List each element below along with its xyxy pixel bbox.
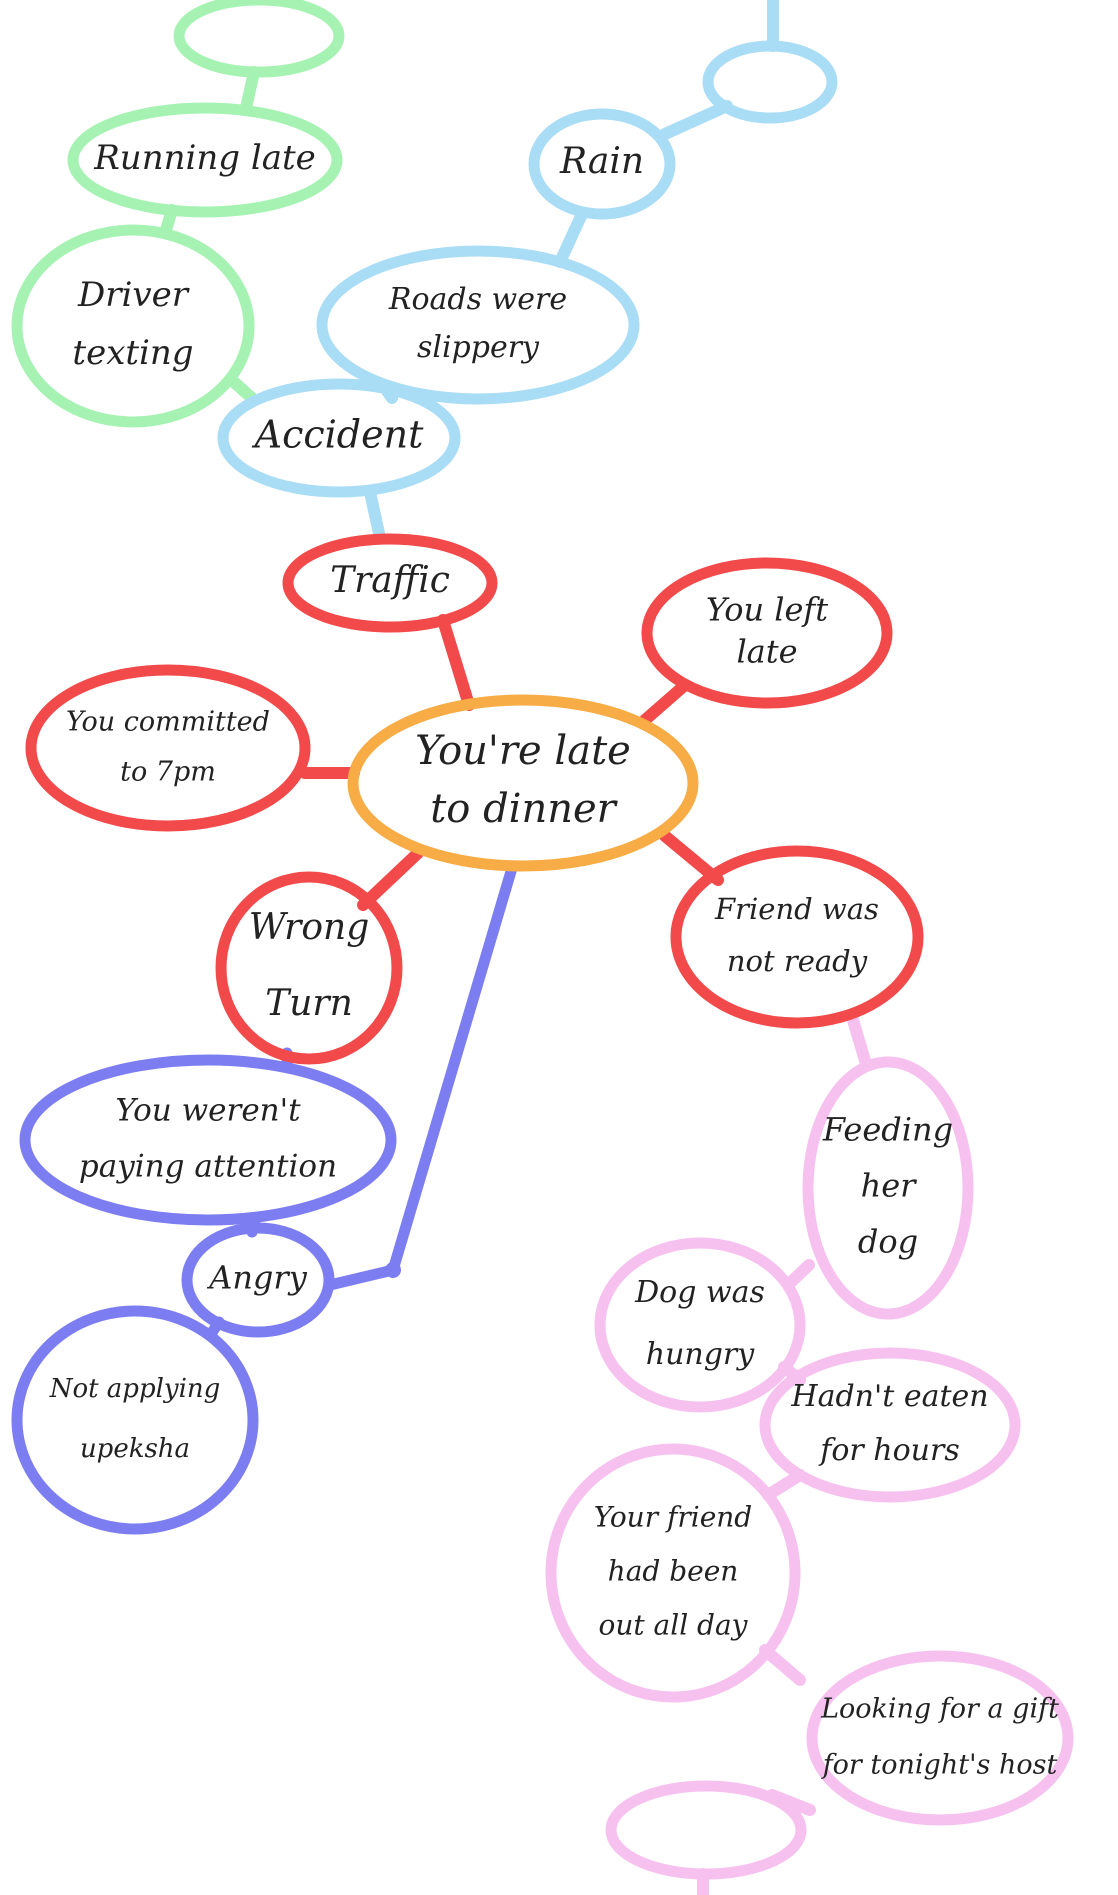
- node-label-line: out all day: [599, 1609, 749, 1642]
- node-label-line: Friend was: [714, 892, 879, 926]
- node-not-paying-attention[interactable]: You weren't paying attention: [19, 1054, 397, 1226]
- node-label-line: for hours: [818, 1433, 959, 1468]
- node-traffic[interactable]: Traffic: [282, 533, 498, 633]
- node-label-line: Running late: [93, 138, 316, 178]
- node-label-line: for tonight's host: [821, 1750, 1058, 1781]
- edge-center-traffic: [437, 614, 475, 711]
- node-ellipse: [316, 245, 640, 405]
- node-ellipse: [67, 102, 343, 218]
- edge-feeding-dog: [784, 1259, 815, 1289]
- node-ellipse: [806, 1650, 1074, 1826]
- node-ellipse: [594, 1237, 806, 1413]
- node-label-line: Wrong: [249, 907, 370, 948]
- node-ellipse: [215, 871, 403, 1065]
- node-roads-slippery[interactable]: Roads were slippery: [316, 245, 640, 405]
- node-label-line: Looking for a gift: [820, 1694, 1059, 1725]
- node-driver-texting[interactable]: Driver texting: [11, 224, 255, 428]
- node-pink-empty[interactable]: [605, 1780, 807, 1880]
- node-friend-not-ready[interactable]: Friend was not ready: [670, 845, 924, 1029]
- node-label-line: Accident: [252, 413, 424, 457]
- node-ellipse: [217, 378, 461, 498]
- node-running-late[interactable]: Running late: [67, 102, 343, 218]
- node-label-line: had been: [608, 1555, 739, 1588]
- node-label-line: Driver: [77, 275, 190, 315]
- node-ellipse: [19, 1054, 397, 1226]
- node-ellipse: [605, 1780, 807, 1880]
- node-ellipse: [173, 0, 345, 78]
- node-ellipse: [282, 533, 498, 633]
- node-label-line: Angry: [206, 1259, 308, 1297]
- node-label-line: slippery: [417, 330, 540, 365]
- edge-friend-feeding: [847, 1014, 872, 1070]
- node-green-empty[interactable]: [173, 0, 345, 78]
- node-label-line: her: [861, 1167, 918, 1205]
- node-label-line: to dinner: [430, 786, 618, 832]
- node-label-line: Rain: [559, 141, 644, 182]
- node-label-line: dog: [858, 1223, 918, 1261]
- node-label-line: texting: [72, 333, 193, 373]
- node-ellipse: [11, 224, 255, 428]
- node-ellipse: [347, 694, 699, 872]
- node-label-line: Turn: [265, 983, 353, 1024]
- connector-junction-dot: [385, 1262, 401, 1278]
- node-label-line: You weren't: [115, 1093, 301, 1129]
- node-label-line: hungry: [646, 1337, 756, 1372]
- node-blue-empty[interactable]: [702, 40, 838, 124]
- node-upeksha[interactable]: Not applying upeksha: [11, 1305, 259, 1535]
- node-angry[interactable]: Angry: [181, 1222, 335, 1338]
- node-accident[interactable]: Accident: [217, 378, 461, 498]
- edge-center-leftlate: [639, 679, 691, 726]
- node-feeding-dog[interactable]: Feeding her dog: [802, 1056, 974, 1320]
- node-label-line: You committed: [66, 707, 270, 738]
- node-gift[interactable]: Looking for a gift for tonight's host: [806, 1650, 1074, 1826]
- node-label-line: Traffic: [330, 560, 450, 601]
- node-ellipse: [25, 664, 311, 832]
- edge-roads-rain: [554, 208, 588, 268]
- node-label-line: You left: [706, 591, 828, 629]
- edge-center-wrongturn: [357, 847, 424, 911]
- node-label-line: You're late: [415, 728, 631, 774]
- node-ellipse: [545, 1443, 801, 1703]
- node-ellipse: [641, 557, 893, 709]
- node-label-line: Hadn't eaten: [790, 1379, 988, 1414]
- edge-hadnt-outday: [762, 1469, 806, 1501]
- node-left-late[interactable]: You left late: [641, 557, 893, 709]
- node-rain[interactable]: Rain: [528, 108, 676, 220]
- node-out-all-day[interactable]: Your friend had been out all day: [545, 1443, 801, 1703]
- edge-rain-blueempty: [659, 100, 733, 140]
- node-label-line: Not applying: [49, 1374, 221, 1404]
- node-ellipse: [11, 1305, 259, 1535]
- edge-traffic-accident: [364, 486, 386, 544]
- node-ellipse: [802, 1056, 974, 1320]
- node-dog-hungry[interactable]: Dog was hungry: [594, 1237, 806, 1413]
- node-ellipse: [670, 845, 924, 1029]
- node-hadnt-eaten[interactable]: Hadn't eaten for hours: [759, 1347, 1021, 1503]
- node-label-line: paying attention: [79, 1149, 337, 1185]
- node-label-line: Feeding: [822, 1111, 953, 1149]
- node-label-line: to 7pm: [120, 757, 216, 788]
- node-ellipse: [528, 108, 676, 220]
- edge-running-green: [240, 66, 260, 114]
- node-label-line: upeksha: [80, 1434, 190, 1464]
- node-label-line: Your friend: [594, 1501, 752, 1534]
- node-committed[interactable]: You committed to 7pm: [25, 664, 311, 832]
- node-label-line: not ready: [727, 944, 868, 978]
- node-ellipse: [759, 1347, 1021, 1503]
- node-label-line: Dog was: [634, 1275, 765, 1310]
- node-label-line: Roads were: [388, 282, 567, 317]
- node-center[interactable]: You're late to dinner: [347, 694, 699, 872]
- node-label-line: late: [736, 633, 797, 671]
- node-ellipse: [702, 40, 838, 124]
- node-ellipse: [181, 1222, 335, 1338]
